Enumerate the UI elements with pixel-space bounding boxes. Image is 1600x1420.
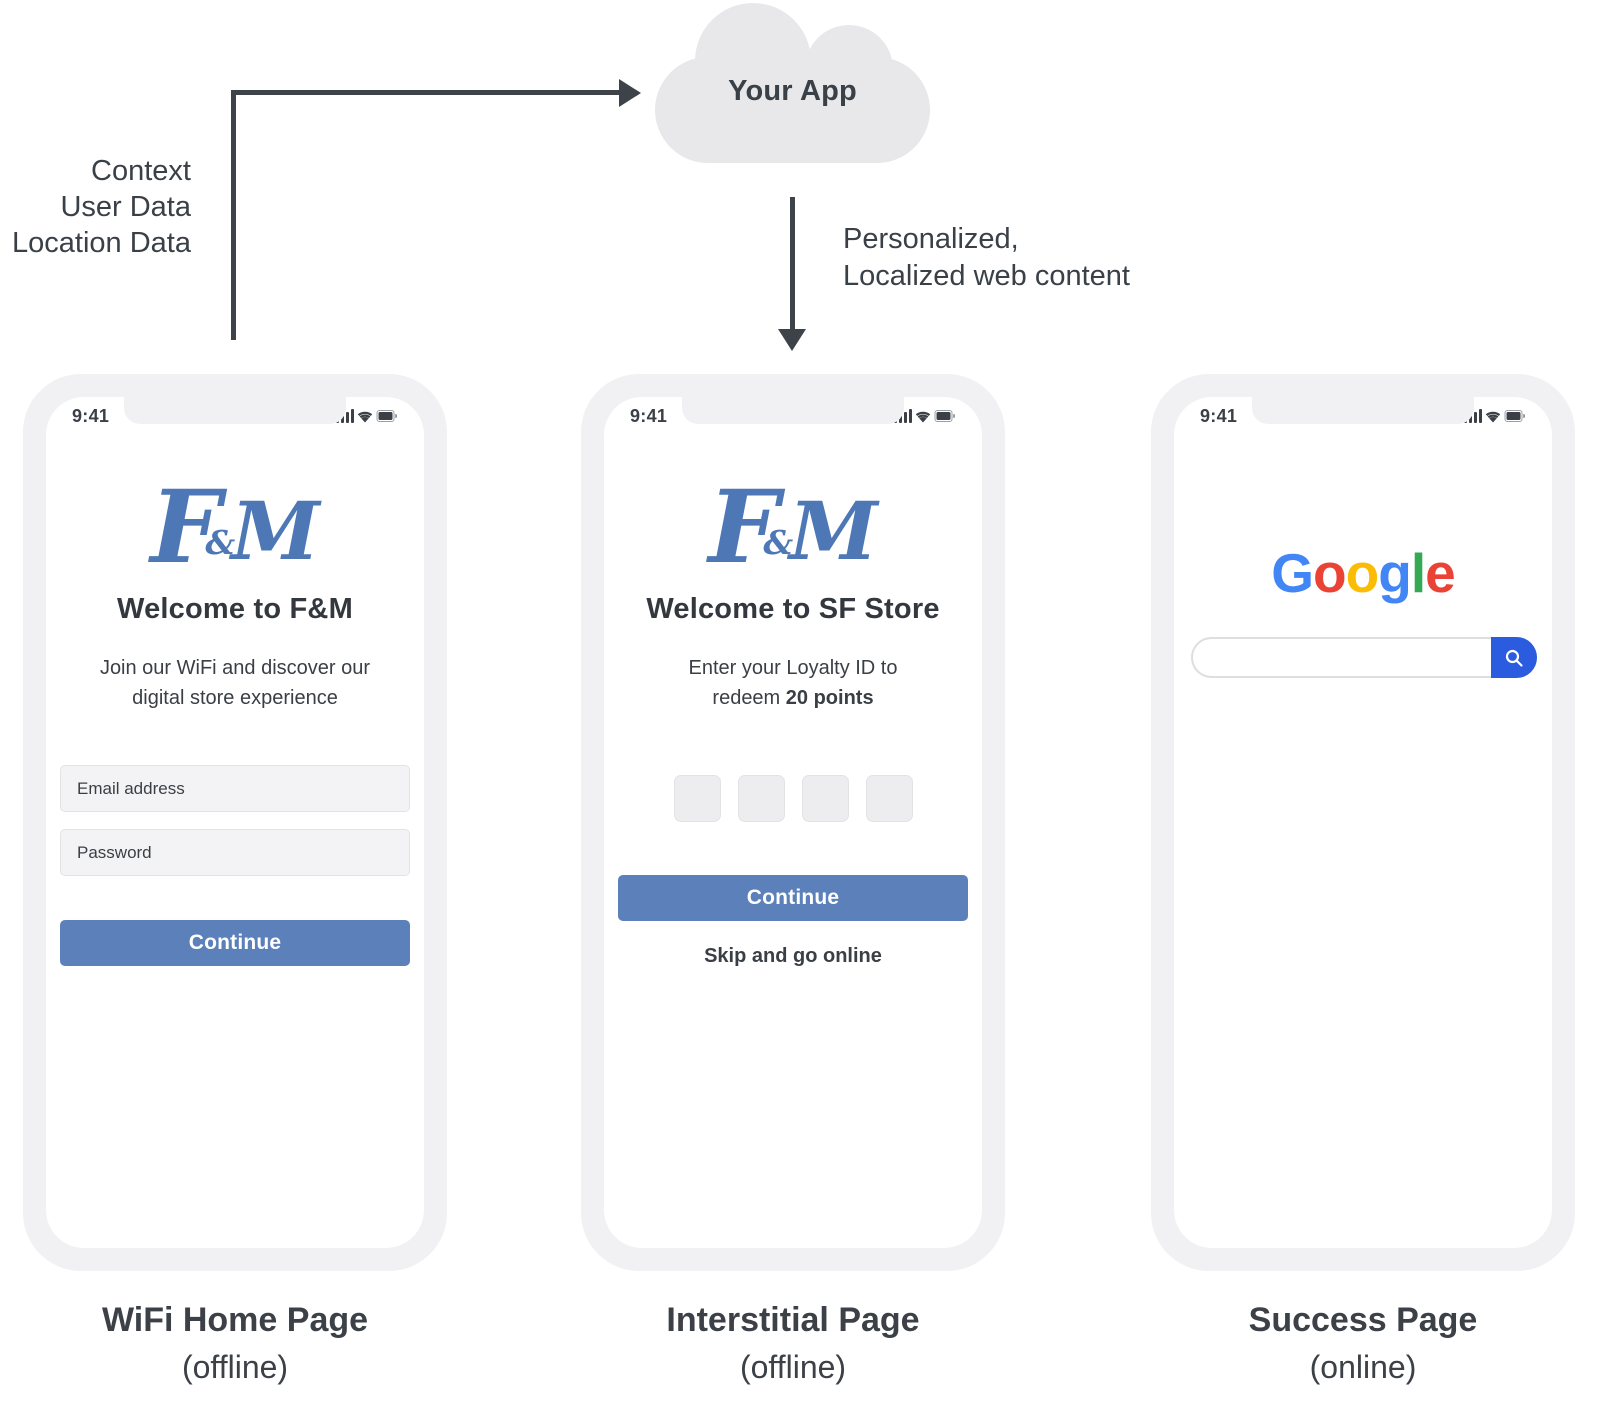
caption-success: Success Page (online) (1151, 1298, 1575, 1392)
flow-down-label-line: Personalized, (843, 223, 1019, 255)
search-icon (1505, 649, 1523, 667)
flow-up-label-line: Context (91, 155, 191, 187)
phone-screen: 9:41 (46, 397, 424, 1248)
phone-wifi-home: 9:41 (23, 374, 447, 1271)
continue-button[interactable]: Continue (60, 920, 410, 966)
loyalty-id-inputs (604, 775, 982, 822)
search-input[interactable] (1207, 639, 1447, 676)
google-logo-letter: G (1271, 542, 1314, 604)
status-icons (1464, 409, 1526, 423)
your-app-cloud: Your App (655, 3, 930, 163)
google-logo-letter: g (1378, 542, 1412, 604)
caption-wifi-home: WiFi Home Page (offline) (23, 1298, 447, 1392)
fm-logo-m: M (231, 484, 320, 578)
subtitle-line: Join our WiFi and discover our (99, 657, 371, 679)
google-logo-letter: l (1410, 542, 1426, 604)
caption-mode: (offline) (181, 1349, 289, 1385)
google-search-bar (1191, 637, 1537, 678)
caption-title: Interstitial Page (666, 1301, 920, 1339)
notch (124, 397, 346, 424)
flow-line-up (231, 90, 236, 340)
phone-interstitial: 9:41 F & M Wel (581, 374, 1005, 1271)
status-time: 9:41 (630, 405, 668, 426)
password-field[interactable] (60, 829, 410, 876)
google-logo-letter: e (1425, 542, 1456, 604)
fm-logo-f: F (708, 468, 780, 586)
loyalty-digit-box[interactable] (673, 775, 721, 822)
notch (1252, 397, 1474, 424)
cloud-label: Your App (728, 75, 857, 107)
page-title: Welcome to SF Store (646, 593, 940, 625)
page-subtitle: Join our WiFi and discover our digital s… (46, 653, 424, 713)
arrowhead-down-icon (778, 329, 806, 351)
status-time: 9:41 (1200, 405, 1238, 426)
notch (682, 397, 904, 424)
fm-logo-f: F (150, 468, 222, 586)
subtitle-points-bold: 20 points (785, 687, 874, 709)
search-button[interactable] (1491, 637, 1537, 678)
caption-title: WiFi Home Page (101, 1301, 369, 1339)
status-time: 9:41 (72, 405, 110, 426)
flow-down-label-line: Localized web content (843, 260, 1130, 292)
fm-logo-ampersand: & (205, 523, 236, 562)
loyalty-digit-box[interactable] (865, 775, 913, 822)
signal-wifi-battery-icons (1464, 409, 1525, 423)
google-logo-letter: o (1313, 542, 1347, 604)
status-bar: 9:41 (1174, 403, 1552, 429)
arrowhead-right-icon (619, 79, 641, 107)
fm-logo-m: M (789, 484, 878, 578)
phone-screen: 9:41 Google (1174, 397, 1552, 1248)
caption-interstitial: Interstitial Page (offline) (581, 1298, 1005, 1392)
flow-line-to-cloud (231, 90, 619, 95)
flow-up-label-line: Location Data (12, 227, 191, 259)
continue-button[interactable]: Continue (618, 875, 968, 921)
caption-mode: (online) (1309, 1349, 1417, 1385)
subtitle-line: Enter your Loyalty ID to (688, 657, 898, 679)
signal-wifi-battery-icons (336, 409, 397, 423)
fm-brand-logo: F & M (46, 468, 424, 586)
cloud-shape (655, 57, 930, 163)
caption-mode: (offline) (739, 1349, 847, 1385)
email-field[interactable] (60, 765, 410, 812)
page-title: Welcome to F&M (117, 593, 353, 625)
loyalty-digit-box[interactable] (737, 775, 785, 822)
flow-down-label: Personalized, Localized web content (843, 221, 1263, 295)
fm-logo-ampersand: & (763, 523, 794, 562)
google-logo-letter: o (1345, 542, 1380, 604)
status-bar: 9:41 (46, 403, 424, 429)
phone-screen: 9:41 F & M Wel (604, 397, 982, 1248)
flow-up-label-line: User Data (60, 191, 191, 223)
loyalty-digit-box[interactable] (801, 775, 849, 822)
status-icons (336, 409, 398, 423)
subtitle-line: digital store experience (132, 687, 338, 709)
page-subtitle: Enter your Loyalty ID to redeem 20 point… (604, 653, 982, 713)
phone-success: 9:41 Google (1151, 374, 1575, 1271)
flow-line-down (790, 197, 795, 329)
subtitle-text: redeem (712, 687, 786, 709)
flow-up-label: Context User Data Location Data (0, 153, 191, 261)
subtitle-line: redeem 20 points (604, 683, 982, 713)
fm-brand-logo: F & M (604, 468, 982, 586)
caption-title: Success Page (1248, 1301, 1478, 1339)
skip-and-go-online-link[interactable]: Skip and go online (704, 945, 882, 967)
google-logo: Google (1174, 541, 1552, 605)
